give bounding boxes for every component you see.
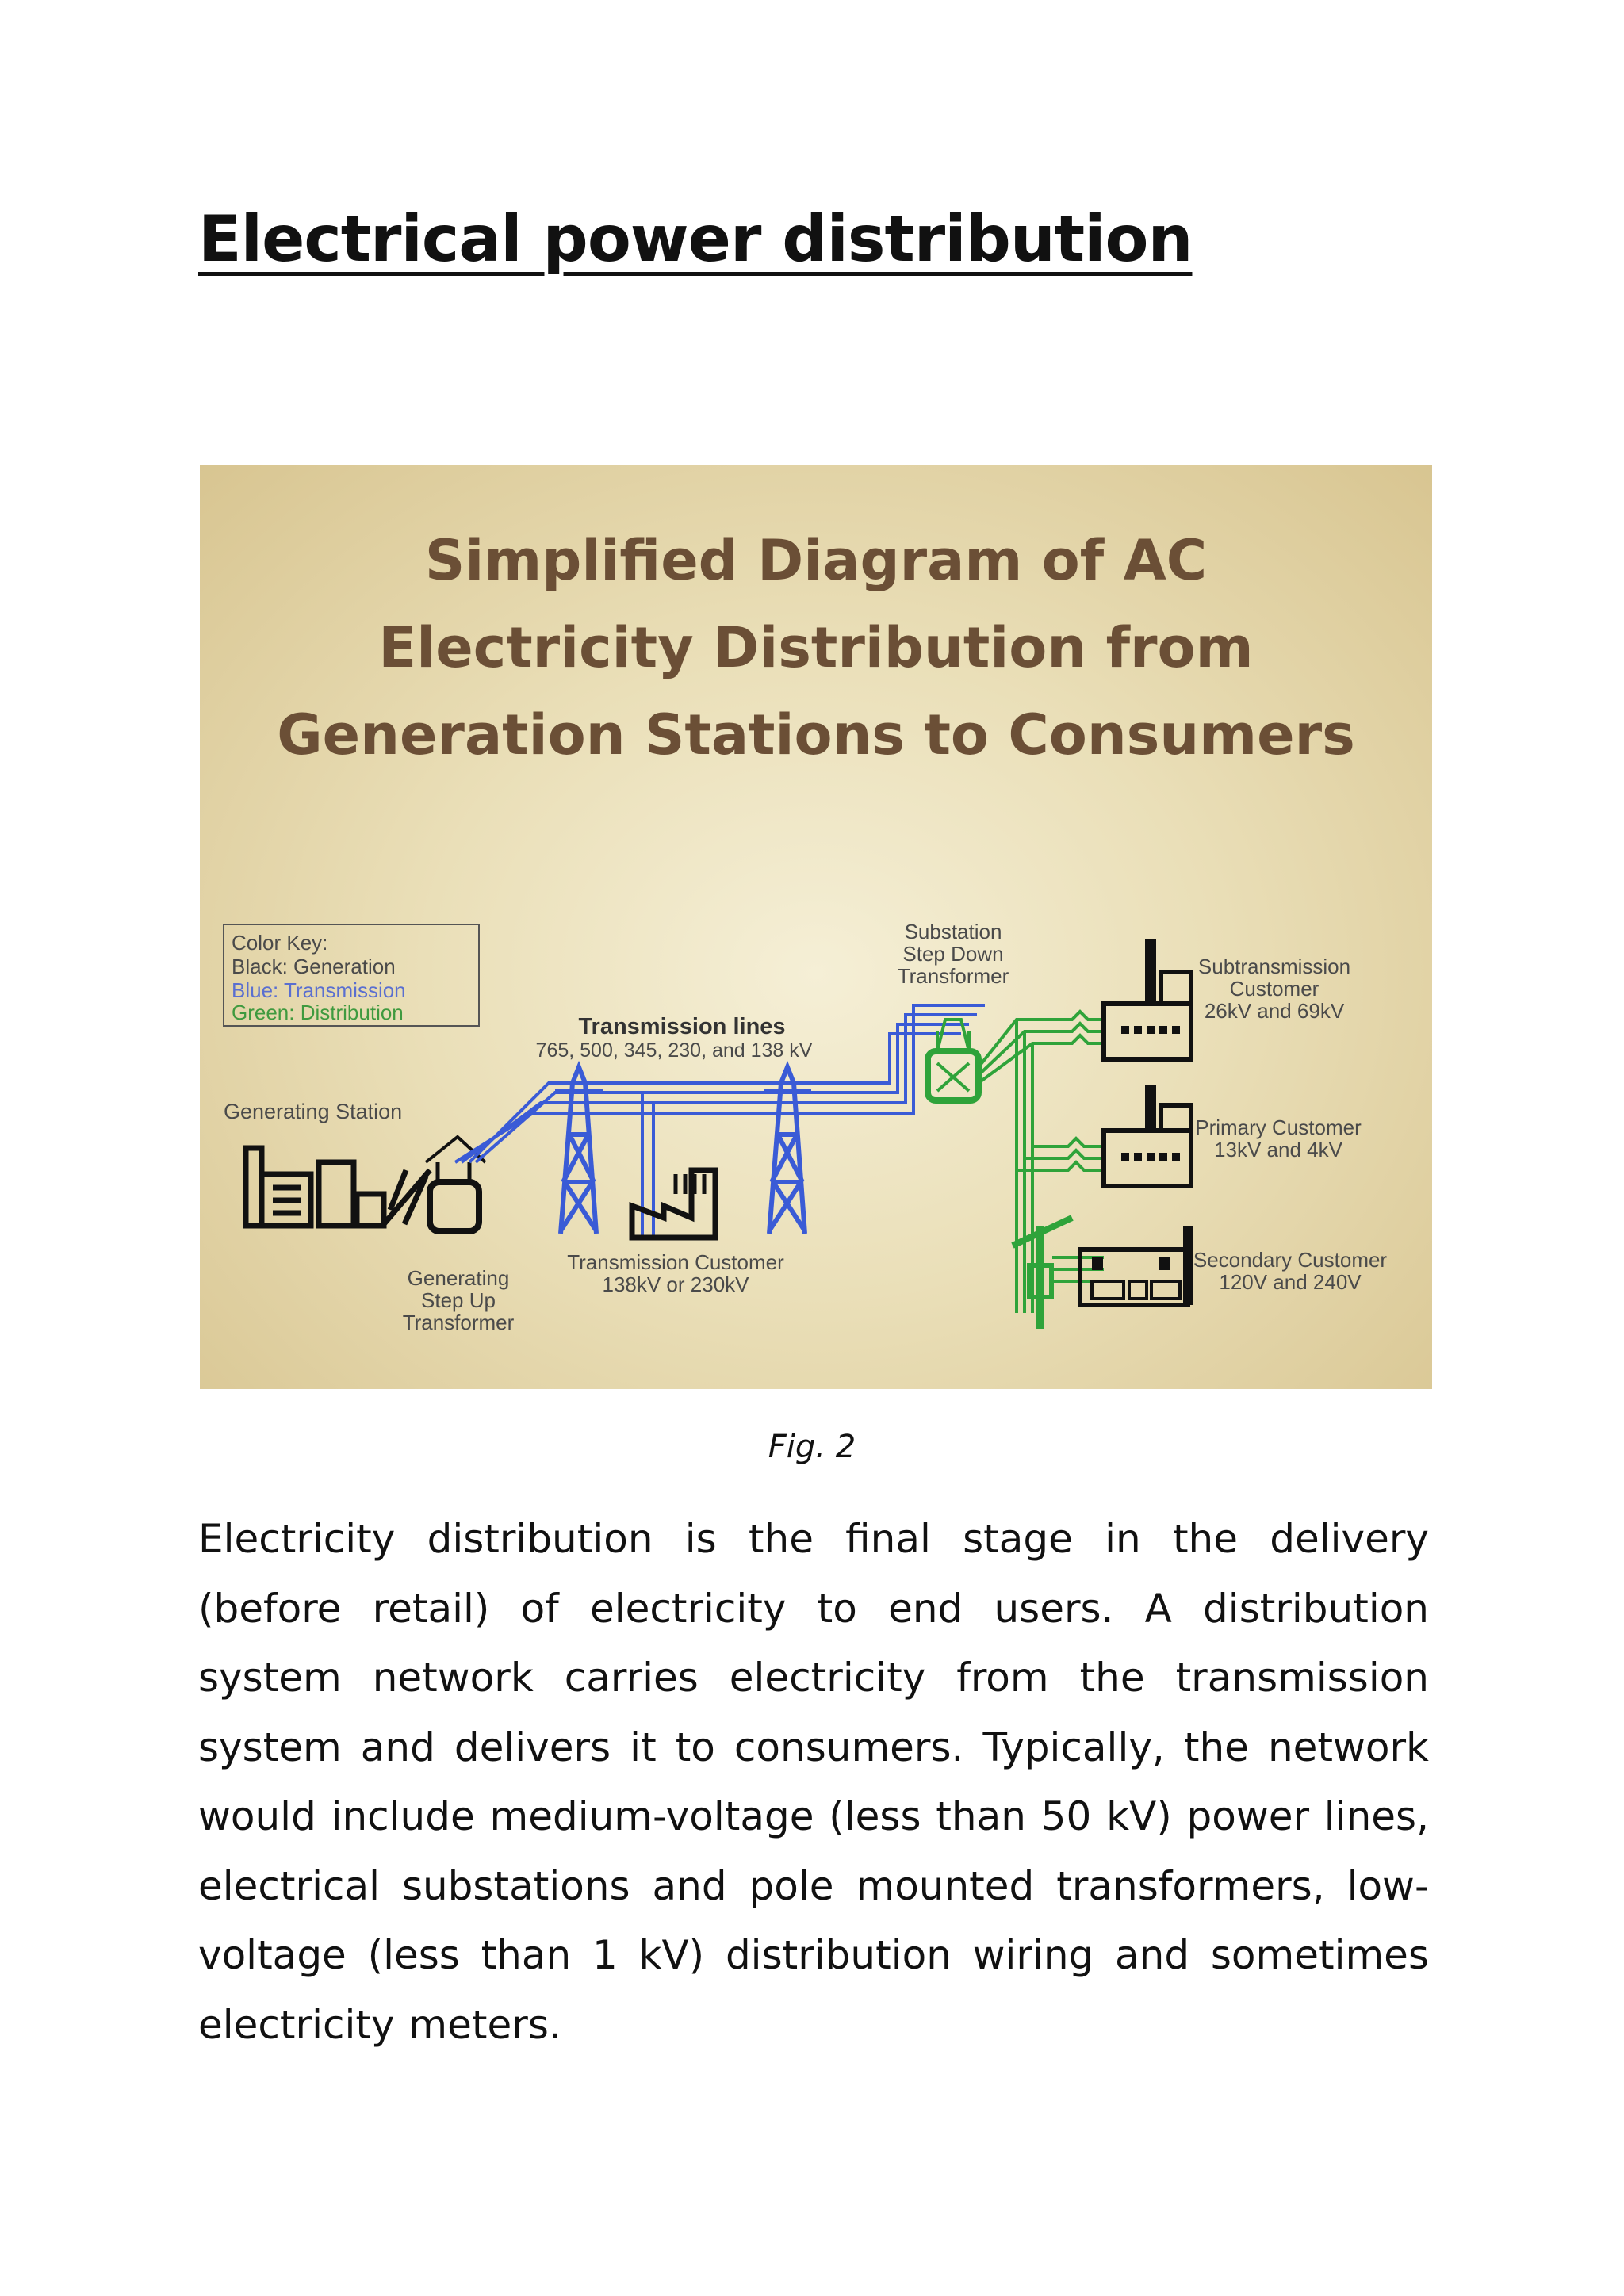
color-key: Color Key: Black: Generation Blue: Trans… [223, 924, 480, 1027]
substation-label-1: Substation [905, 920, 1002, 943]
step-up-label-1: Generating [408, 1266, 510, 1290]
diagram-title-line-1: Simplified Diagram of AC [425, 528, 1207, 593]
generating-station-label: Generating Station [224, 1100, 402, 1123]
color-key-heading: Color Key: [232, 931, 327, 955]
distribution-lines [977, 1009, 1104, 1313]
color-key-black: Black: Generation [232, 955, 396, 978]
secondary-customer-icon [1078, 1226, 1193, 1307]
generating-station-icon [243, 1145, 432, 1229]
transmission-lines-label: Transmission lines [578, 1014, 785, 1039]
subtransmission-customer-icon [1101, 939, 1193, 1062]
transmission-lines [454, 1004, 985, 1164]
color-key-green: Green: Distribution [232, 1001, 404, 1024]
primary-customer-icon [1101, 1085, 1193, 1188]
secondary-customer-voltage: 120V and 240V [1219, 1270, 1362, 1294]
subtransmission-voltage: 26kV and 69kV [1205, 999, 1345, 1023]
step-up-label-3: Transformer [403, 1311, 515, 1334]
primary-customer-label: Primary Customer [1195, 1115, 1362, 1139]
step-up-transformer-icon [424, 1135, 487, 1234]
subtransmission-label-2: Customer [1230, 977, 1320, 1001]
transmission-customer-label: Transmission Customer [567, 1250, 784, 1274]
body-paragraph: Electricity distribution is the final st… [198, 1516, 1429, 2048]
distribution-diagram: Simplified Diagram of AC Electricity Dis… [223, 528, 1388, 1334]
transmission-customer-voltage: 138kV or 230kV [602, 1272, 749, 1296]
diagram-title-line-3: Generation Stations to Consumers [277, 702, 1355, 767]
transmission-tower-icon [555, 1060, 603, 1234]
transmission-customer-icon [629, 1093, 718, 1241]
transmission-voltages-label: 765, 500, 345, 230, and 138 kV [536, 1039, 813, 1062]
transmission-tower-icon [764, 1060, 811, 1234]
subtransmission-label-1: Subtransmission [1198, 955, 1350, 978]
distribution-diagram-figure: Simplified Diagram of AC Electricity Dis… [200, 465, 1432, 1389]
substation-label-2: Step Down [902, 942, 1003, 966]
step-up-label-2: Step Up [421, 1288, 496, 1312]
diagram-title-line-2: Electricity Distribution from [378, 615, 1253, 680]
pole-transformer-icon [1011, 1215, 1074, 1329]
substation-transformer-icon [925, 1018, 982, 1104]
figure-caption: Fig. 2 [768, 1429, 856, 1465]
page-title: Electrical power distribution [198, 202, 1193, 276]
color-key-blue: Blue: Transmission [232, 978, 406, 1002]
secondary-customer-label: Secondary Customer [1193, 1248, 1388, 1272]
substation-label-3: Transformer [898, 964, 1009, 988]
primary-customer-voltage: 13kV and 4kV [1214, 1138, 1343, 1161]
